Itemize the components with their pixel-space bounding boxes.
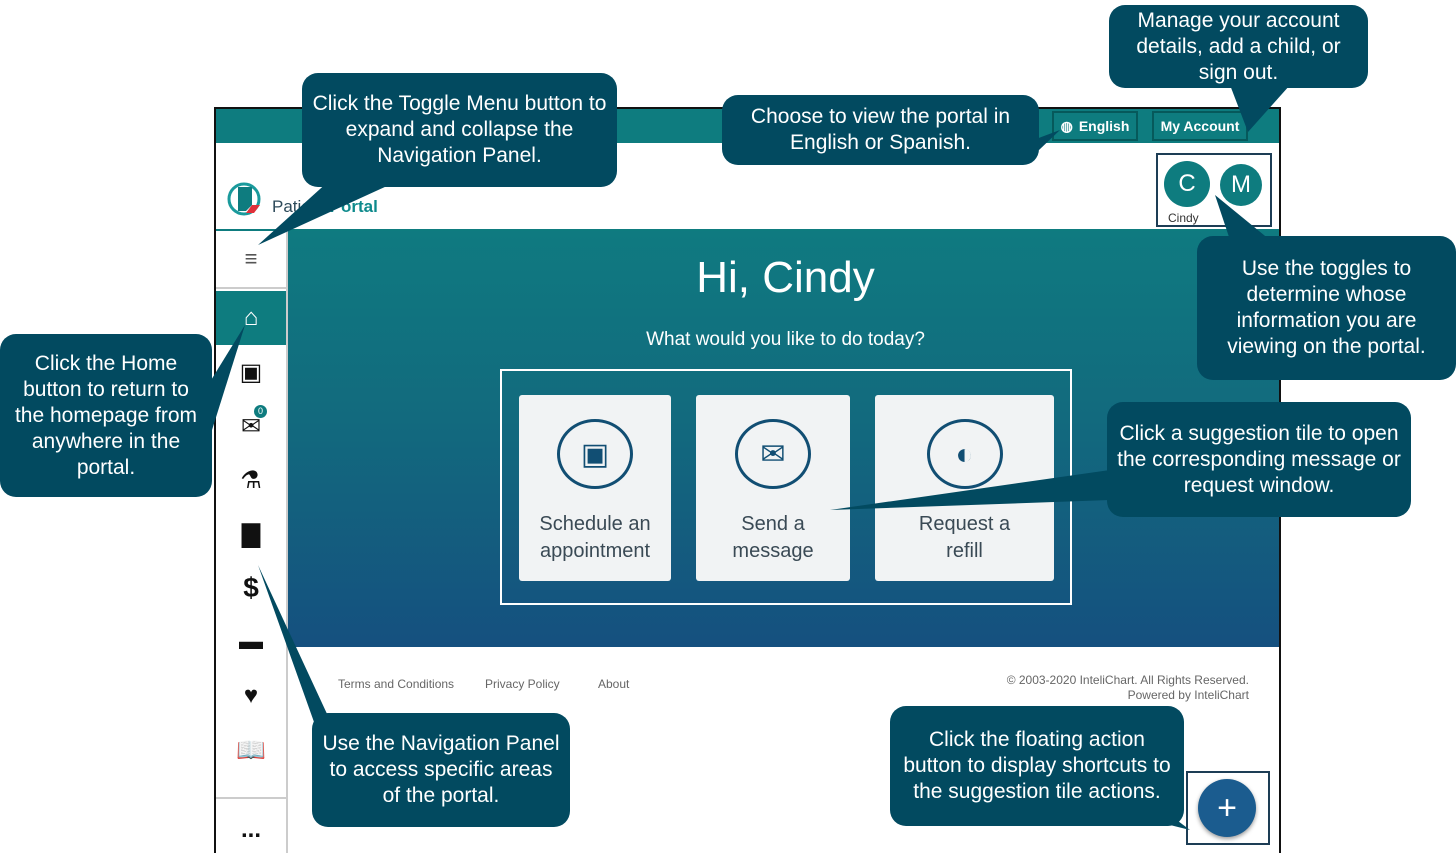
callout-text: Click the Home button to return to the h… bbox=[14, 351, 198, 479]
globe-icon: ◍ bbox=[1060, 117, 1073, 134]
account-label: My Account bbox=[1160, 118, 1240, 134]
nav-documents[interactable]: ▇ bbox=[216, 507, 286, 561]
mail-icon: ✉ bbox=[735, 419, 811, 489]
prompt: What would you like to do today? bbox=[646, 329, 925, 350]
navigation-panel: ≡ ⌂ ▣ ✉0 ⚗ ▇ $ ▬ ♥ 📖 ... bbox=[216, 231, 288, 853]
book-icon: 📖 bbox=[236, 736, 266, 764]
calendar-icon: ▣ bbox=[239, 358, 263, 386]
pointer-home bbox=[205, 325, 245, 430]
profile-toggle-c[interactable]: C bbox=[1164, 161, 1210, 207]
folder-icon: ▬ bbox=[239, 628, 263, 655]
callout-text: Click the floating action button to disp… bbox=[903, 728, 1171, 803]
pointer-toggle bbox=[258, 180, 400, 245]
document-icon: ▇ bbox=[241, 520, 261, 548]
pointer-account bbox=[1230, 85, 1290, 132]
more-icon: ... bbox=[240, 816, 261, 843]
language-button[interactable]: ◍ English bbox=[1052, 111, 1138, 141]
mail-icon: ✉ bbox=[240, 412, 262, 440]
profile-toggles: C M Cindy bbox=[1156, 153, 1272, 227]
callout-tiles: Click a suggestion tile to open the corr… bbox=[1107, 402, 1411, 517]
callout-text: Choose to view the portal in English or … bbox=[750, 105, 1011, 154]
profile-name: Cindy bbox=[1168, 211, 1199, 225]
floating-action-button[interactable]: + bbox=[1198, 779, 1256, 837]
nav-home[interactable]: ⌂ bbox=[216, 291, 286, 345]
nav-more[interactable]: ... bbox=[216, 797, 286, 853]
callout-fab: Click the floating action button to disp… bbox=[890, 706, 1184, 826]
pointer-profiles bbox=[1215, 195, 1270, 240]
callout-profiles: Use the toggles to determine whose infor… bbox=[1197, 236, 1456, 380]
profile-toggle-m[interactable]: M bbox=[1220, 164, 1262, 206]
nav-messages[interactable]: ✉0 bbox=[216, 399, 286, 453]
tile-send-message[interactable]: ✉ Send a message bbox=[696, 395, 850, 581]
message-count-badge: 0 bbox=[254, 405, 267, 418]
callout-account: Manage your account details, add a child… bbox=[1109, 5, 1368, 88]
callout-home: Click the Home button to return to the h… bbox=[0, 334, 212, 497]
fab-highlight: + bbox=[1186, 771, 1270, 845]
hamburger-icon: ≡ bbox=[244, 246, 258, 271]
powered-by: Powered by InteliChart bbox=[1127, 688, 1249, 702]
avatar-initial: M bbox=[1231, 171, 1251, 198]
callout-language: Choose to view the portal in English or … bbox=[722, 95, 1039, 165]
toggle-menu-button[interactable]: ≡ bbox=[216, 231, 286, 289]
nav-appointments[interactable]: ▣ bbox=[216, 345, 286, 399]
pill-icon: ◐ bbox=[926, 419, 1003, 489]
tile-label: Send a message bbox=[732, 513, 814, 562]
nav-records[interactable]: ▬ bbox=[216, 615, 286, 669]
callout-toggle-menu: Click the Toggle Menu button to expand a… bbox=[302, 73, 617, 187]
nav-health[interactable]: ♥ bbox=[216, 669, 286, 723]
callout-text: Click the Toggle Menu button to expand a… bbox=[312, 92, 607, 167]
suggestion-tiles: ▣ Schedule an appointment ✉ Send a message… bbox=[500, 369, 1072, 605]
heart-icon: ♥ bbox=[243, 682, 259, 709]
language-label: English bbox=[1078, 118, 1130, 134]
avatar-initial: C bbox=[1178, 170, 1196, 197]
callout-text: Manage your account details, add a child… bbox=[1136, 8, 1341, 84]
plus-icon: + bbox=[1217, 788, 1237, 827]
tile-schedule-appointment[interactable]: ▣ Schedule an appointment bbox=[519, 395, 671, 581]
home-icon: ⌂ bbox=[243, 304, 259, 331]
tile-label: Schedule an appointment bbox=[539, 513, 651, 562]
callout-text: Use the Navigation Panel to access speci… bbox=[322, 732, 560, 807]
terms-link[interactable]: Terms and Conditions bbox=[338, 677, 455, 691]
privacy-link[interactable]: Privacy Policy bbox=[485, 677, 560, 691]
callout-text: Use the toggles to determine whose infor… bbox=[1227, 257, 1426, 358]
copyright: © 2003-2020 InteliChart. All Rights Rese… bbox=[1006, 673, 1249, 687]
calendar-icon: ▣ bbox=[557, 419, 633, 489]
hero-banner: Hi, Cindy What would you like to do toda… bbox=[288, 231, 1279, 647]
nav-library[interactable]: 📖 bbox=[216, 723, 286, 777]
greeting: Hi, Cindy bbox=[696, 253, 875, 302]
about-link[interactable]: About bbox=[598, 677, 630, 691]
logo-icon bbox=[227, 182, 261, 216]
pointer-tiles bbox=[830, 470, 1110, 510]
nav-lab-results[interactable]: ⚗ bbox=[216, 453, 286, 507]
callout-text: Click a suggestion tile to open the corr… bbox=[1117, 421, 1401, 497]
nav-billing[interactable]: $ bbox=[216, 561, 286, 615]
flask-icon: ⚗ bbox=[240, 466, 262, 494]
tile-label: Request a refill bbox=[918, 513, 1011, 562]
callout-navigation: Use the Navigation Panel to access speci… bbox=[312, 713, 570, 827]
dollar-icon: $ bbox=[243, 572, 259, 603]
pointer-nav bbox=[258, 565, 328, 722]
